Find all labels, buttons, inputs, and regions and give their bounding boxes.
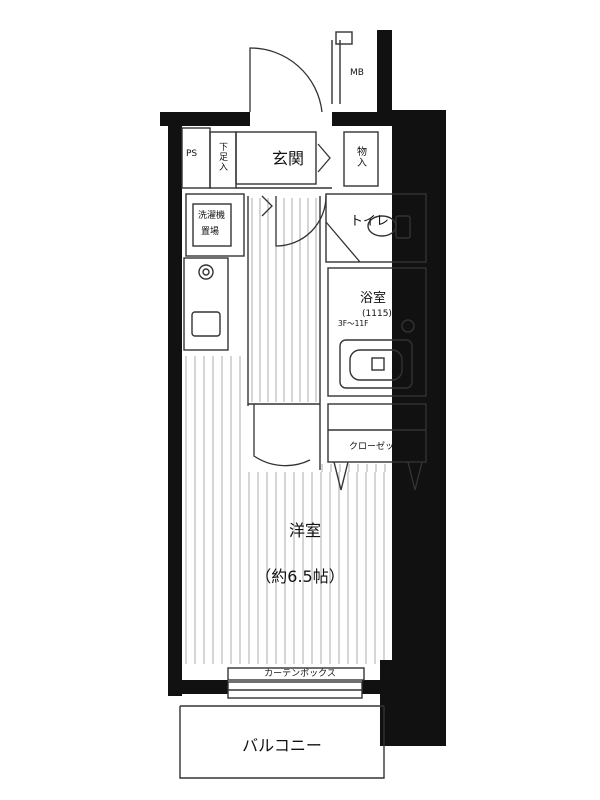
door-swings [249,47,361,467]
bathroom-label: 浴室 [360,290,386,306]
curtain-box-label: カーテンボックス [264,668,336,679]
western-room-size: （約6.5帖） [255,567,344,586]
walls [160,30,446,746]
bath-floor-note-1: 2Fのみ [395,295,420,304]
bathroom-size-label: (1115) [362,309,392,319]
washer-label: 洗濯機 [198,209,225,221]
mb-label: MB [350,68,364,78]
washer-label-2: 置場 [201,225,219,237]
ps-label: PS [186,149,197,159]
bath-floor-note-2: 3F～11F [338,319,368,328]
toilet-label: トイレ [350,214,389,229]
storage-label: 物入 [357,145,367,169]
labels: 玄関 トイレ 浴室 (1115) 2Fのみ 3F～11F 洋室 （約6.5帖） … [186,68,420,755]
closet-label: クローゼット [349,440,403,452]
floor-hatching [185,198,386,664]
shoe-storage-label: 下足入 [219,143,228,173]
entrance-label: 玄関 [272,149,304,168]
upper-shelf-label: 上部棚 [412,215,420,242]
interior-lines [179,31,427,779]
balcony-label: バルコニー [242,736,322,755]
western-room-label: 洋室 [289,521,321,540]
